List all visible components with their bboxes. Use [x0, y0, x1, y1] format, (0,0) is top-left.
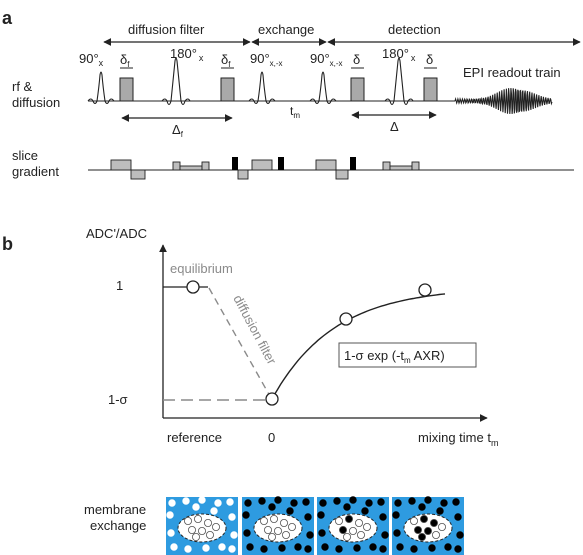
diffusion-gradient-2 [220, 77, 235, 102]
label-180x: 180°x [170, 46, 204, 63]
label-Delta-f: Δf [172, 122, 184, 139]
label-90xx: 90°x,-x [250, 51, 283, 68]
slice-row-label-1: slice [12, 148, 38, 163]
formula-text: 1-σ exp (-tm AXR) [344, 348, 445, 365]
diffusion-filter-label: diffusion filter [230, 292, 279, 367]
label-tm: tm [290, 104, 300, 120]
diffusion-filter-dash [208, 287, 272, 399]
label-180x-2: 180°x [382, 46, 416, 63]
label-delta-f-1: δf [120, 52, 130, 69]
rf-row-label-1: rf & [12, 79, 33, 94]
y-tick-1-sigma: 1-σ [108, 392, 128, 407]
rf-row-label-2: diffusion [12, 95, 60, 110]
rf-pulse-180x [161, 57, 191, 106]
data-point-0 [265, 392, 279, 406]
rf-pulse-90xx [248, 71, 276, 105]
equilibrium-point [186, 280, 200, 294]
membrane-label-2: exchange [90, 518, 146, 533]
x-tick-0: 0 [268, 430, 275, 445]
membrane-label-1: membrane [84, 502, 146, 517]
diffusion-gradient-1 [119, 77, 134, 102]
slice-gradient [88, 157, 574, 180]
x-axis-label: mixing time tm [418, 430, 498, 448]
formula-box [338, 342, 477, 368]
equilibrium-label: equilibrium [170, 261, 233, 276]
phase-detection: detection [388, 22, 441, 37]
label-90x: 90°x [79, 51, 104, 68]
phase-exchange: exchange [258, 22, 314, 37]
phase-diffusion-filter: diffusion filter [128, 22, 205, 37]
label-Delta: Δ [390, 119, 399, 134]
diffusion-gradient-4 [423, 77, 438, 102]
label-delta-2: δ [426, 52, 433, 67]
epi-readout-label: EPI readout train [463, 65, 561, 80]
recovery-curve [271, 293, 446, 400]
y-tick-1: 1 [116, 278, 123, 293]
label-delta-1: δ [353, 52, 360, 67]
x-tick-reference: reference [167, 430, 222, 445]
membrane-exchange-tiles [166, 496, 464, 555]
y-axis-label: ADC'/ADC [86, 226, 147, 241]
diffusion-gradient-3 [350, 77, 365, 102]
membrane-tile-2 [242, 496, 314, 555]
panel-a-label: a [2, 8, 13, 28]
panel-b-label: b [2, 234, 13, 254]
rf-pulse-90x [87, 71, 115, 105]
membrane-tile-1 [166, 496, 238, 555]
slice-row-label-2: gradient [12, 164, 59, 179]
membrane-tile-4 [392, 496, 464, 555]
rf-pulse-90xx2 [309, 71, 337, 105]
data-point-1 [339, 312, 353, 326]
data-point-2 [418, 283, 432, 297]
membrane-tile-3 [317, 496, 389, 555]
epi-readout-waveform [454, 88, 553, 114]
rf-pulse-180x2 [384, 57, 414, 106]
label-90xx-2: 90°x,-x [310, 51, 343, 68]
label-delta-f-2: δf [221, 52, 231, 69]
